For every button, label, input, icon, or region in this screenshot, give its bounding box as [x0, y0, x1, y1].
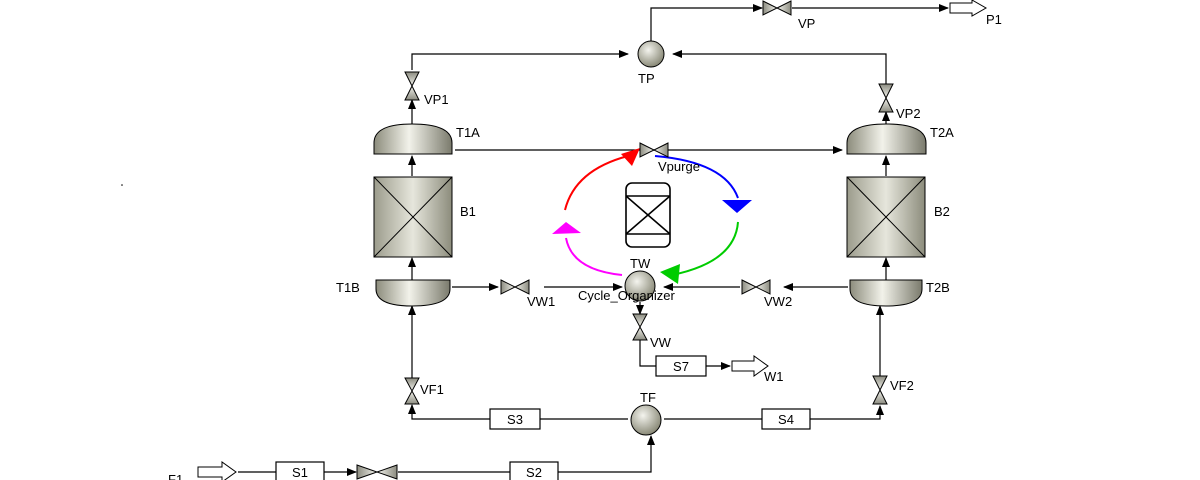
- s7-label: S7: [673, 359, 689, 374]
- vpurge-valve[interactable]: [639, 142, 669, 158]
- tf-splitter[interactable]: [630, 404, 662, 436]
- f1-label: F1: [168, 472, 183, 480]
- b1-adsorber[interactable]: [373, 176, 453, 258]
- b2-label: B2: [934, 204, 950, 219]
- vp-valve[interactable]: [762, 0, 792, 16]
- s3-stream-box[interactable]: [489, 408, 541, 430]
- cycle-organizer-label: Cycle_Organizer: [578, 288, 675, 303]
- vf1-valve[interactable]: [404, 377, 420, 405]
- vf2-label: VF2: [890, 378, 914, 393]
- t2b-head[interactable]: [849, 279, 923, 307]
- t2a-head[interactable]: [846, 123, 927, 155]
- tw-column[interactable]: [625, 182, 671, 248]
- vp2-valve[interactable]: [878, 83, 894, 113]
- vw1-label: VW1: [527, 294, 555, 309]
- vf2-valve[interactable]: [872, 375, 888, 405]
- pipes: [238, 4, 949, 476]
- vp-label: VP: [798, 16, 815, 31]
- tp-mixer[interactable]: [637, 40, 665, 68]
- t1a-head[interactable]: [373, 123, 453, 155]
- p1-product-arrow[interactable]: [949, 0, 988, 17]
- s3-label: S3: [507, 412, 523, 427]
- cycle-organizer-mixer[interactable]: [624, 270, 656, 302]
- stray-dot: [121, 184, 123, 186]
- s7-stream-box[interactable]: [655, 355, 707, 377]
- vp1-valve[interactable]: [404, 71, 420, 101]
- b1-label: B1: [460, 204, 476, 219]
- t1a-label: T1A: [456, 125, 480, 140]
- vw2-label: VW2: [764, 294, 792, 309]
- tp-label: TP: [638, 71, 655, 86]
- vw1-valve[interactable]: [500, 279, 530, 295]
- p1-label: P1: [986, 12, 1002, 27]
- t1b-head[interactable]: [375, 279, 451, 307]
- t2a-label: T2A: [930, 125, 954, 140]
- feed-valve[interactable]: [356, 464, 398, 480]
- vf1-label: VF1: [420, 382, 444, 397]
- s1-label: S1: [292, 465, 308, 480]
- tf-label: TF: [640, 390, 656, 405]
- cycle-arcs: [552, 148, 752, 284]
- vw-label: VW: [650, 335, 672, 350]
- vpurge-label: Vpurge: [658, 159, 700, 174]
- s1-stream-box[interactable]: [275, 461, 325, 480]
- f1-feed-arrow[interactable]: [197, 461, 237, 480]
- vw-valve[interactable]: [632, 313, 648, 341]
- w1-label: W1: [764, 369, 784, 384]
- vp2-label: VP2: [896, 106, 921, 121]
- vw2-valve[interactable]: [741, 279, 771, 295]
- s4-stream-box[interactable]: [761, 408, 811, 430]
- tw-label: TW: [630, 256, 651, 271]
- s2-label: S2: [526, 465, 542, 480]
- t2b-label: T2B: [926, 280, 950, 295]
- b2-adsorber[interactable]: [846, 176, 926, 258]
- s4-label: S4: [778, 412, 794, 427]
- t1b-label: T1B: [336, 280, 360, 295]
- s2-stream-box[interactable]: [509, 461, 559, 480]
- w1-product-arrow[interactable]: [731, 355, 769, 377]
- vp1-label: VP1: [424, 92, 449, 107]
